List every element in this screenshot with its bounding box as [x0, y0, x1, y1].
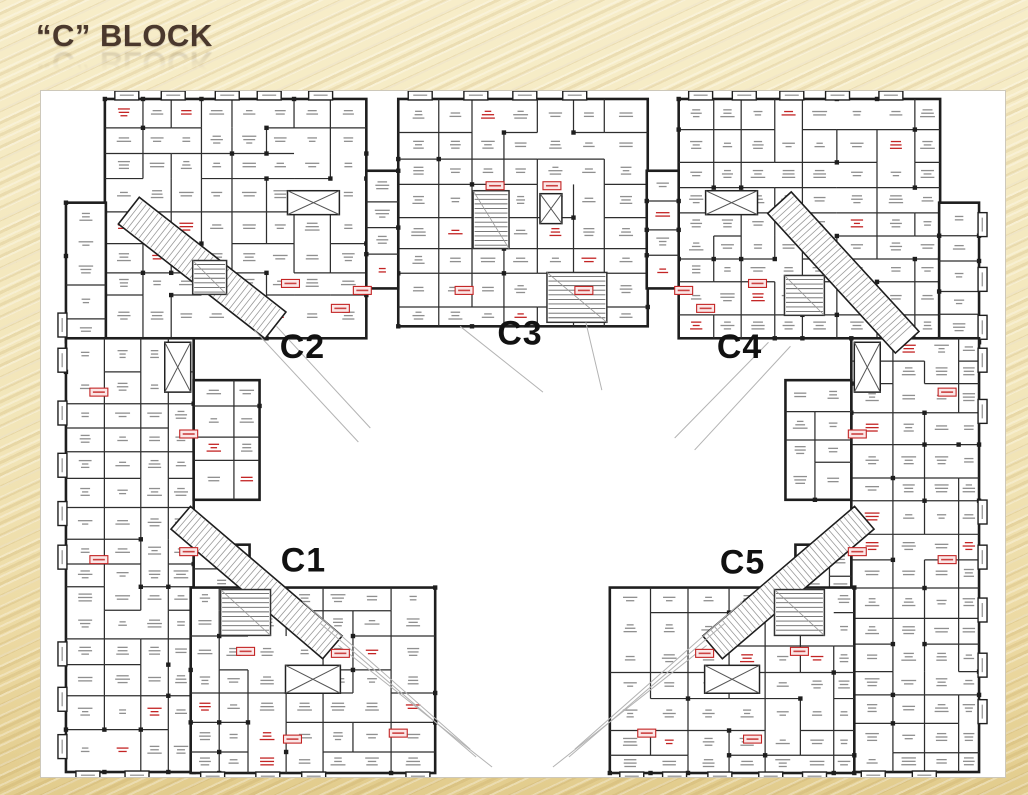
flat-number-badge: [937, 555, 957, 565]
stair-flight: [783, 274, 826, 317]
flat-number-badge: [454, 285, 474, 295]
stair-flight: [219, 588, 272, 637]
lift-core: [286, 189, 341, 216]
plan-flat-badges: [89, 181, 957, 744]
flat-number-badge: [696, 303, 716, 313]
block-left-arm-inner-upper: [192, 378, 262, 502]
flat-number-badge: [179, 547, 199, 557]
flat-number-badge: [574, 285, 594, 295]
plan-stairs: [163, 189, 882, 694]
block-left-arm: [57, 336, 196, 777]
podium-passage: [766, 190, 921, 355]
flat-number-badge: [937, 387, 957, 397]
lift-core: [853, 341, 882, 393]
flat-number-badge: [742, 734, 763, 744]
lift-core: [704, 189, 759, 216]
block-label-c5: C5: [720, 544, 765, 582]
block-left-edge-column: [57, 200, 108, 344]
flat-number-badge: [674, 285, 694, 295]
lift-core: [163, 341, 192, 393]
flat-number-badge: [282, 734, 303, 744]
flat-number-badge: [847, 429, 867, 439]
block-right-arm-inner-upper: [784, 378, 853, 503]
stair-flight: [472, 189, 510, 250]
lift-core: [284, 664, 342, 694]
block-c3-cluster: [396, 91, 650, 329]
flat-number-badge: [485, 181, 505, 191]
flat-number-badge: [388, 728, 408, 738]
block-left-connector: [364, 168, 401, 291]
flat-number-badge: [352, 285, 372, 295]
plan-passages: [117, 190, 921, 660]
block-right-edge-column: [936, 201, 988, 345]
flat-number-badge: [179, 429, 199, 439]
flat-number-badge: [330, 303, 350, 313]
flat-number-badge: [847, 547, 867, 557]
block-c2-cluster: [102, 91, 369, 341]
lift-core: [703, 664, 761, 694]
slide-title-reflection: “C” BLOCK: [36, 45, 213, 81]
block-label-c2: C2: [280, 328, 325, 366]
flat-number-badge: [89, 555, 109, 565]
block-right-connector: [644, 169, 681, 290]
flat-number-badge: [747, 278, 768, 288]
lift-core: [539, 192, 563, 225]
stair-flight: [773, 588, 826, 637]
stair-flight: [546, 271, 608, 324]
slide-title: “C” BLOCK: [36, 18, 213, 53]
slide-title-group: “C” BLOCK “C” BLOCK: [36, 18, 213, 81]
block-label-c1: C1: [281, 542, 326, 580]
flat-number-badge: [695, 648, 715, 658]
flat-number-badge: [280, 278, 301, 288]
flat-number-badge: [236, 646, 256, 656]
block-label-c4: C4: [717, 328, 762, 366]
flat-number-badge: [330, 648, 350, 658]
plan-blocks: [57, 91, 988, 777]
stair-flight: [191, 259, 228, 296]
flat-number-badge: [542, 181, 562, 191]
plan-court-lines: [254, 322, 791, 768]
block-right-arm: [849, 336, 988, 777]
block-label-c3: C3: [497, 314, 542, 352]
flat-number-badge: [89, 387, 109, 397]
flat-number-badge: [637, 728, 657, 738]
flat-number-badge: [789, 646, 809, 656]
